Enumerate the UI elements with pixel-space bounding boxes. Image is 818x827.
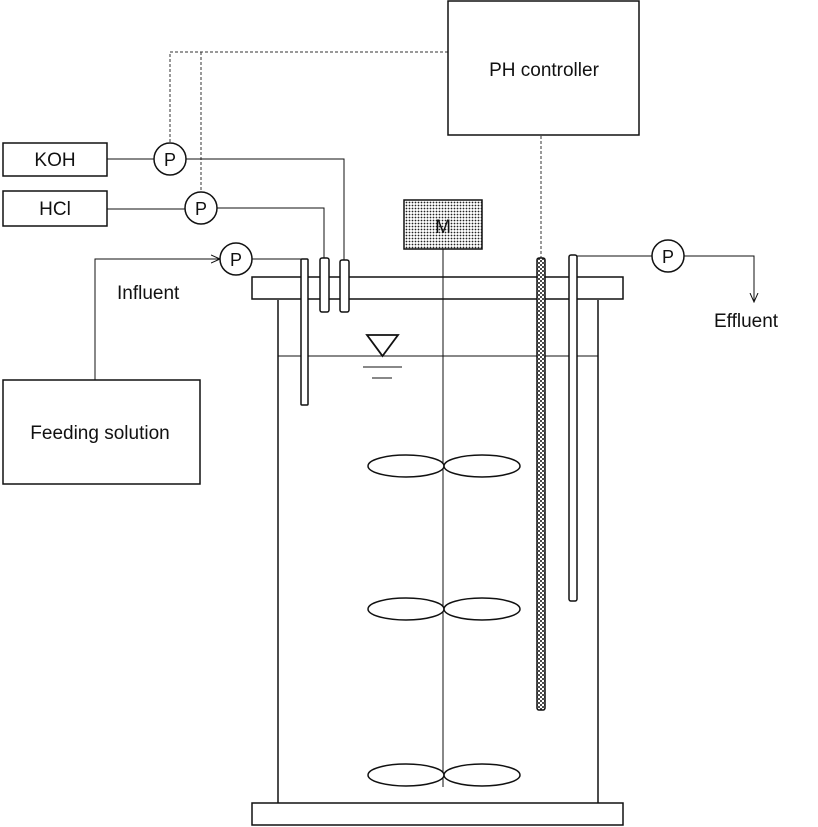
koh-label: KOH — [34, 150, 75, 171]
control-signal-lines — [169, 51, 542, 258]
impeller-middle — [367, 597, 521, 621]
ph-controller: PH controller — [447, 0, 640, 136]
hcl-label: HCl — [39, 199, 71, 220]
ph-controller-label: PH controller — [489, 60, 599, 81]
liquid-level — [278, 355, 598, 379]
koh-tank: KOH — [2, 142, 108, 177]
feeding-solution-tank: Feeding solution — [2, 379, 201, 485]
effluent-pump: P — [651, 239, 685, 273]
impeller-bottom — [367, 763, 521, 787]
reactor-vessel — [277, 300, 599, 803]
motor-label: M — [435, 217, 451, 238]
hcl-pump: P — [184, 191, 218, 225]
influent-pump: P — [219, 242, 253, 276]
hcl-pump-label: P — [195, 199, 207, 219]
influent-pump-label: P — [230, 250, 242, 270]
feeding-solution-label: Feeding solution — [30, 423, 169, 444]
impeller-top — [367, 454, 521, 478]
effluent-label: Effluent — [714, 311, 779, 332]
effluent-tube — [568, 254, 578, 602]
ph-probe — [536, 257, 546, 711]
koh-pump: P — [153, 142, 187, 176]
reactor-base — [251, 802, 624, 826]
liquid-level-icon — [365, 334, 400, 358]
effluent-pump-label: P — [662, 247, 674, 267]
mixer-motor: M — [403, 199, 483, 250]
influent-label: Influent — [117, 283, 180, 304]
koh-pump-label: P — [164, 150, 176, 170]
tubing — [94, 158, 754, 380]
inlet-ports — [300, 257, 350, 406]
hcl-tank: HCl — [2, 190, 108, 227]
